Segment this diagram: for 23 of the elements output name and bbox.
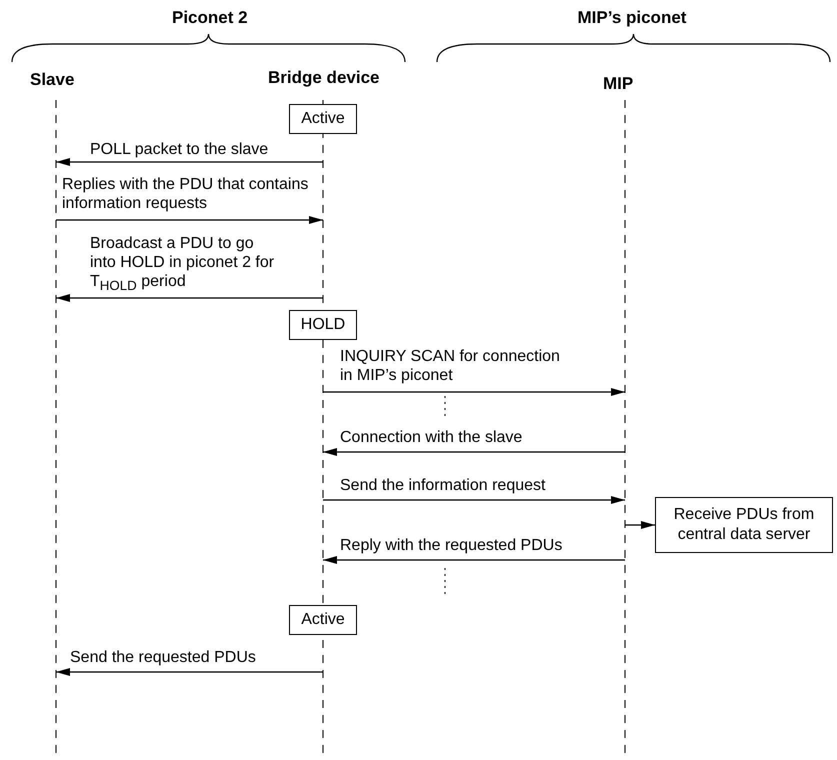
participant-label: MIP	[603, 74, 634, 94]
message-label: Replies with the PDU that contains information requests	[62, 175, 310, 214]
message-label: Reply with the requested PDUs	[340, 536, 564, 556]
message-label: Send the requested PDUs	[70, 648, 257, 668]
note-box: Receive PDUs from central data server	[655, 497, 833, 553]
group-heading: MIP’s piconet	[578, 8, 686, 28]
arrow	[323, 388, 625, 396]
message-label: Connection with the slave	[340, 428, 524, 448]
group-heading: Piconet 2	[172, 8, 248, 28]
arrow	[56, 668, 323, 676]
participant-label: Bridge device	[268, 68, 380, 88]
message-label: Send the information request	[340, 476, 546, 496]
arrow	[625, 521, 655, 529]
arrow	[323, 496, 625, 504]
message-label: INQUIRY SCAN for connection in MIP’s piconet	[340, 347, 561, 386]
arrow	[56, 216, 323, 224]
participant-label: Slave	[30, 70, 74, 90]
arrow	[323, 556, 625, 564]
arrow	[56, 158, 323, 166]
message-label: Broadcast a PDU to go into HOLD in piconet 2 for T$_{HOLD}$ period	[90, 234, 276, 295]
arrow	[323, 448, 625, 456]
arrow	[56, 294, 323, 302]
message-label: POLL packet to the slave	[90, 140, 270, 160]
